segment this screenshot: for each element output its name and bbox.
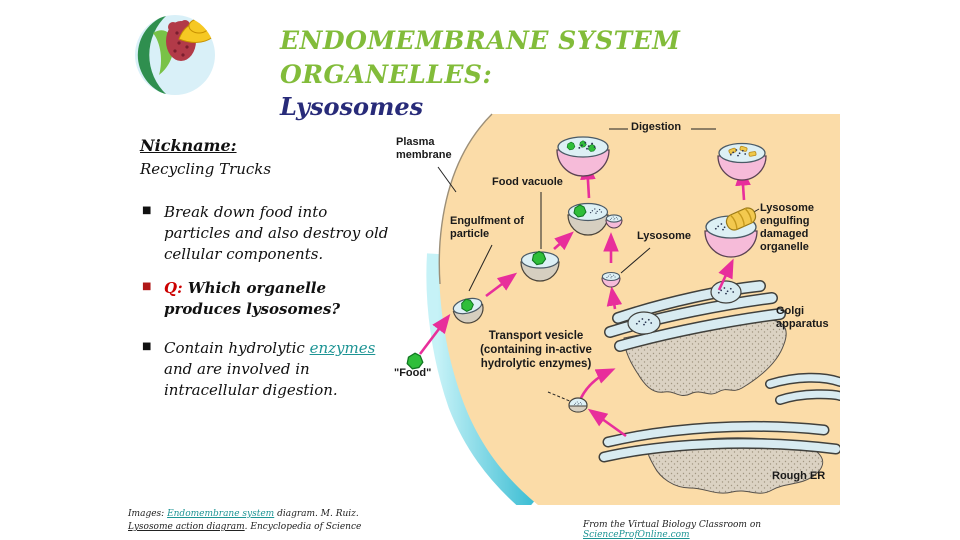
engulfing-lysosome [704,207,758,258]
plasma-membrane-band [426,253,540,505]
enzymes-post: and are involved in intracellular digest… [164,360,338,399]
image-credits: Images: Endomembrane system diagram. M. … [128,508,378,534]
credit-line-1: Images: Endomembrane system diagram. M. … [128,508,378,521]
bullet-enzymes: ■ Contain hydrolytic enzymes and are inv… [140,338,398,401]
rough-er [598,372,840,494]
golgi-label: Golgi apparatus [776,305,829,330]
attribution-text: From the Virtual Biology Classroom on [583,520,762,530]
cell-upper-edge [438,113,493,285]
credit1-pre: Images: [128,509,168,519]
bullet-question: ■ Q: Which organelle produces lysosomes? [140,278,398,320]
bullet-enzymes-text: Contain hydrolytic enzymes and are invol… [164,338,398,401]
science-prof-online-logo [133,13,217,97]
bullet-question-text: Q: Which organelle produces lysosomes? [164,278,398,320]
golgi-apparatus [604,280,787,397]
food-vacuole-label: Food vacuole [492,176,563,188]
engulfment-vesicle [452,297,484,324]
bullet-square-icon: ■ [142,205,152,216]
logo-graphic [135,15,215,95]
digestion-vesicle-organelle [717,142,767,181]
credit-line-2: Lysosome action diagram. Encyclopedia of… [128,521,378,534]
credit2-post: . Encyclopedia of Science [244,522,362,532]
title-line-2: Lysosomes [280,92,424,121]
bullet-breakdown: ■ Break down food into particles and als… [140,202,398,265]
question-body: Which organelle produces lysosomes? [164,279,341,318]
digestion-vesicle-food [556,136,610,177]
rough-er-label: Rough ER [772,470,826,482]
lysosome-diagram: Plasma membrane Digestion Food vacuole E… [388,112,840,505]
credit1-post: diagram. M. Ruiz. [274,509,359,519]
cell-illustration [406,113,840,505]
nickname-value: Recycling Trucks [140,160,272,178]
bullet-breakdown-text: Break down food into particles and also … [164,203,389,263]
lysosome-label: Lysosome [637,230,692,242]
nickname-label: Nickname: [140,136,237,155]
plasma-membrane-label: Plasma membrane [396,136,452,161]
lysosome-vesicle [601,271,621,288]
fusing-lysosome [605,214,623,229]
engulfing-label: Lysosome engulfing damaged organelle [760,202,815,253]
engulfment-label: Engulfment of particle [450,215,524,240]
label-pointer-lines [437,128,760,403]
transport-vesicle [568,397,588,413]
bullet-square-icon: ■ [142,281,152,292]
transport-vesicle-label: Transport vesicle (containing in-active … [480,330,592,370]
slide-title: ENDOMEMBRANE SYSTEM ORGANELLES: Lysosome… [280,24,880,122]
lysosome-diagram-link[interactable]: Lysosome action diagram [128,522,245,532]
food-vacuole [567,202,609,236]
title-line-1: ENDOMEMBRANE SYSTEM ORGANELLES: [280,26,681,89]
enzymes-pre: Contain hydrolytic [164,339,310,357]
question-prefix: Q: [164,279,183,297]
scienceprofonline-link[interactable]: ScienceProfOnline.com [583,530,690,540]
enzymes-link[interactable]: enzymes [309,339,376,357]
endomembrane-diagram-link[interactable]: Endomembrane system [167,509,275,519]
food-particle-vesicle [520,250,560,282]
digestion-label: Digestion [631,121,682,133]
source-attribution: From the Virtual Biology Classroom on Sc… [583,520,813,540]
bullet-square-icon: ■ [142,341,152,352]
food-label: "Food" [394,367,432,379]
